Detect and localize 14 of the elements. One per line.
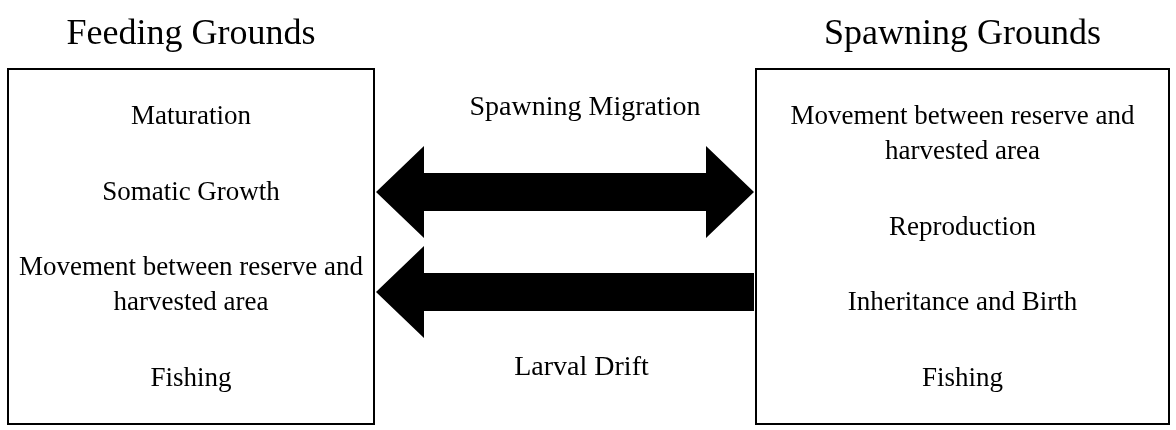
edge-label: Larval Drift [514, 352, 649, 380]
process-text: Fishing [150, 360, 232, 394]
process-text: Maturation [131, 99, 251, 133]
process-text: Reproduction [889, 209, 1036, 243]
section-heading: Spawning Grounds [824, 14, 1101, 54]
process-text: Movement between reserve and harvested area [789, 99, 1136, 168]
process-text: Fishing [922, 360, 1003, 394]
double-arrow [376, 146, 754, 238]
section-heading: Feeding Grounds [66, 14, 316, 54]
process-text: Inheritance and Birth [847, 285, 1078, 319]
arrow [376, 246, 754, 338]
process-text: Somatic Growth [102, 174, 280, 208]
edge-label: Spawning Migration [469, 92, 701, 120]
process-text: Movement between reserve and harvested area [17, 250, 365, 319]
